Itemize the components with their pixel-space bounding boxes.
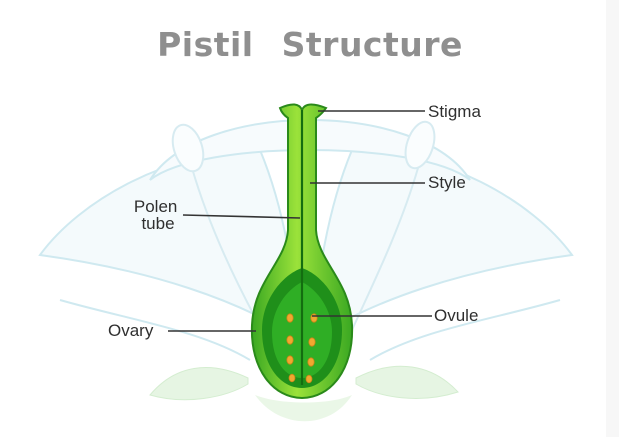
ovule [308,337,316,347]
ovules [286,313,318,384]
ovule [286,335,294,345]
ovule [305,374,313,384]
title-word-pistil: Pistil [157,25,254,64]
page-edge [606,0,619,437]
leader-lines [168,110,432,332]
ovule [310,313,318,323]
petal-lower-left [59,299,251,361]
petal-left [38,148,302,342]
ovule [286,313,294,323]
stamen-right-filament [351,167,419,331]
anther-right [404,120,436,170]
petal-right [310,148,574,342]
leaf-right [355,365,459,399]
label-pollen-tube: Polen tube [134,197,182,233]
label-ovule: Ovule [434,306,478,325]
labels: Stigma Style Polen tube Ovule Ovary [108,102,481,340]
title-word-structure: Structure [282,25,463,64]
anther-left [171,123,205,173]
label-ovary: Ovary [108,321,154,340]
label-pollen-tube-line1: Polen [134,197,177,216]
stamens [171,120,436,331]
petal-lower-right [369,299,561,361]
petal-back [149,119,471,181]
label-pollen-tube-line2: tube [141,214,174,233]
petals [38,119,574,361]
leaf-center [255,395,352,422]
ovule [307,357,315,367]
label-stigma: Stigma [428,102,481,121]
ovule [286,355,294,365]
pistil [250,103,354,400]
page-title: Pistil Structure [157,25,463,64]
pollen-tube-leader [182,214,301,219]
leaf-left [149,367,249,401]
leaves [149,365,459,422]
ovule [288,373,296,383]
label-style: Style [428,173,466,192]
